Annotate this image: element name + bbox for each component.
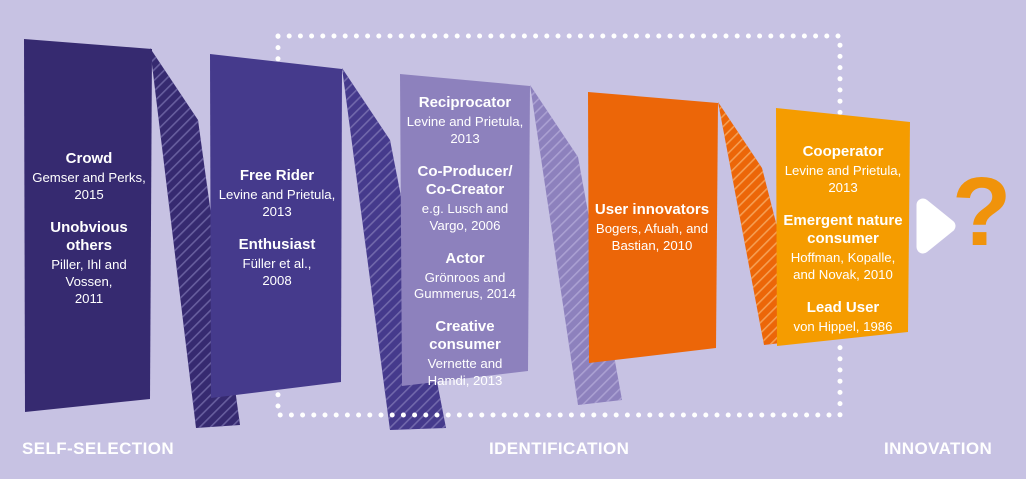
entry-title: Enthusiast [238, 235, 316, 253]
phase-label-identification: IDENTIFICATION [489, 439, 630, 458]
question-mark: ? [952, 157, 1012, 266]
entry-citation: Bogers, Afuah, and Bastian, 2010 [595, 221, 709, 253]
entry-citation: Grönroos and Gummerus, 2014 [414, 269, 516, 302]
entry-citation: Gemser and Perks, 2015 [32, 170, 146, 202]
entry-title: Cooperator [802, 143, 884, 160]
phase-label-innovation: INNOVATION [884, 439, 993, 458]
stage-entry: Lead User von Hippel, 1986 [778, 299, 908, 336]
stage-bar-1 [24, 39, 152, 412]
stage-bar-4 [588, 92, 718, 363]
stage-bar-3 [400, 74, 530, 386]
entry-citation: Levine and Prietula, 2013 [406, 114, 524, 146]
entry-title: Actor [445, 249, 485, 267]
entry-title: Reciprocator [418, 94, 512, 111]
entry-title: Unobvious others [50, 218, 128, 254]
stage-bar-5 [776, 108, 910, 346]
entry-citation: Füller et al., 2008 [242, 255, 312, 288]
entry-title: Creative consumer [429, 318, 501, 354]
entry-citation: von Hippel, 1986 [793, 318, 893, 334]
entry-citation: Levine and Prietula, 2013 [784, 163, 902, 195]
entry-citation: e.g. Lusch and Vargo, 2006 [421, 200, 509, 233]
entry-citation: Piller, Ihl and Vossen, 2011 [51, 256, 127, 306]
entry-citation: Levine and Prietula, 2013 [218, 187, 336, 219]
entry-title: Lead User [806, 298, 880, 316]
phase-label-self-selection: SELF-SELECTION [22, 439, 174, 458]
entry-citation: Hoffman, Kopalle, and Novak, 2010 [790, 249, 896, 282]
entry-title: Emergent nature consumer [783, 211, 903, 247]
entry-citation: Vernette and Hamdi, 2013 [427, 356, 503, 389]
entry-title: User innovators [594, 201, 710, 218]
entry-title: Co-Producer/ Co-Creator [417, 162, 513, 198]
stage-bar-2 [210, 54, 342, 398]
right-play-arrow-icon [916, 198, 956, 254]
entry-title: Crowd [65, 150, 113, 167]
entry-title: Free Rider [239, 167, 315, 184]
